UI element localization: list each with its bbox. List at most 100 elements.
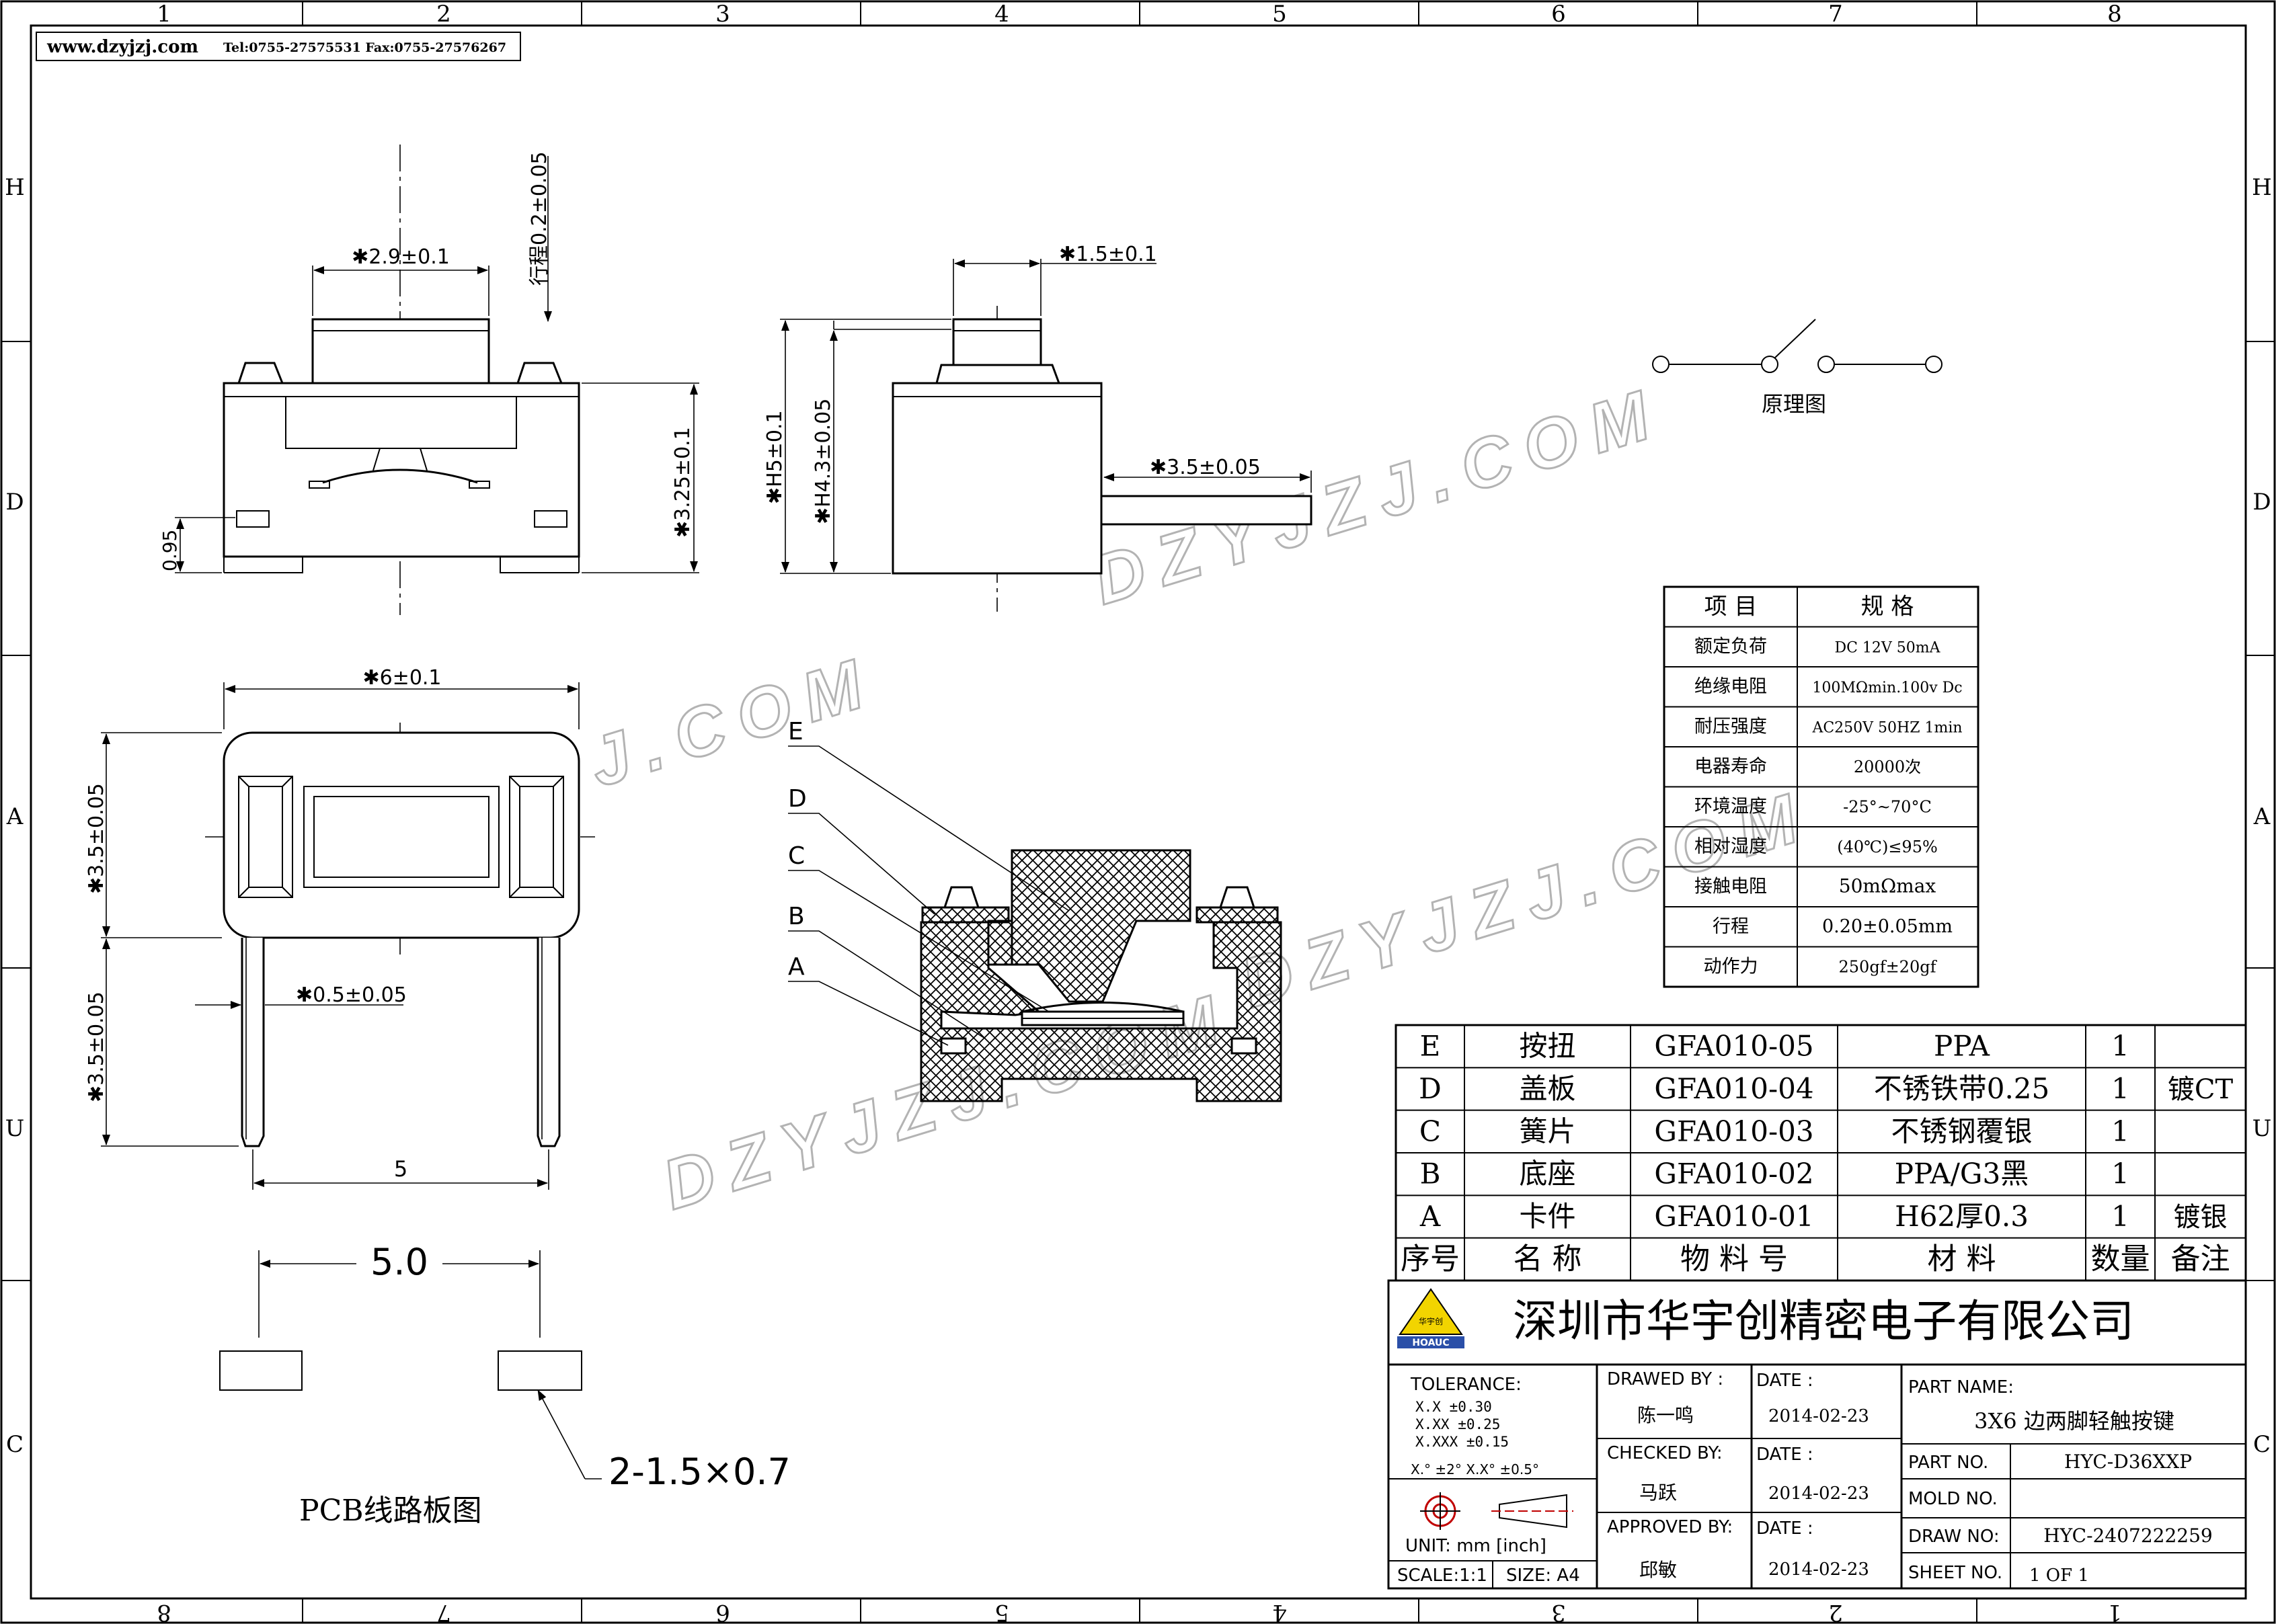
- header-contact-box: www.dzyjzj.com Tel:0755-27575531 Fax:075…: [36, 32, 521, 61]
- frame-bcol-7: 7: [436, 1599, 451, 1624]
- frame-col-6: 6: [1551, 1, 1566, 28]
- tolerance-2: X.XX ±0.25: [1415, 1416, 1500, 1432]
- frame-col-7: 7: [1828, 1, 1843, 28]
- date-value-1: 2014-02-23: [1768, 1406, 1869, 1426]
- frame-bcol-4: 4: [1272, 1599, 1287, 1624]
- spec-item-2: 耐压强度: [1694, 717, 1767, 737]
- frame-col-5: 5: [1272, 1, 1287, 28]
- bom-cell: GFA010-04: [1654, 1072, 1813, 1105]
- spec-header-item: 项 目: [1704, 593, 1758, 620]
- date-value-3: 2014-02-23: [1768, 1559, 1869, 1580]
- bom-cell: GFA010-01: [1654, 1200, 1813, 1233]
- size-label: SIZE: A4: [1506, 1566, 1580, 1586]
- dim-side-h5: ✱H5±0.1: [763, 410, 787, 504]
- frame-bcol-2: 2: [1828, 1599, 1843, 1624]
- company-name: 深圳市华宇创精密电子有限公司: [1513, 1295, 2134, 1347]
- part-no-label: PART NO.: [1908, 1453, 1988, 1473]
- date-label-1: DATE :: [1756, 1371, 1813, 1391]
- frame-row-C: C: [6, 1431, 24, 1458]
- draw-no-value: HYC-2407222259: [2043, 1525, 2212, 1547]
- spec-item-8: 动作力: [1704, 957, 1758, 977]
- pcb-label: PCB线路板图: [299, 1494, 482, 1528]
- dim-side-pin: ✱3.5±0.05: [1150, 456, 1261, 479]
- spec-value-7: 0.20±0.05mm: [1822, 916, 1953, 937]
- spec-value-6: 50mΩmax: [1839, 875, 1936, 897]
- bom-cell: 盖板: [1519, 1072, 1575, 1105]
- spec-value-0: DC 12V 50mA: [1834, 640, 1940, 657]
- bom-header-cell: 物 料 号: [1680, 1242, 1788, 1276]
- bom-header-cell: 材 料: [1928, 1242, 1996, 1276]
- website-link[interactable]: www.dzyjzj.com: [46, 37, 198, 57]
- sheet-no-value: 1 OF 1: [2029, 1566, 2089, 1586]
- frame-bcol-5: 5: [994, 1599, 1009, 1624]
- tolerance-3: X.XXX ±0.15: [1415, 1434, 1509, 1450]
- frame-bcol-3: 3: [1551, 1599, 1566, 1624]
- spec-item-0: 额定负荷: [1694, 637, 1767, 657]
- bom-cell: 不锈钢覆银: [1891, 1114, 2032, 1147]
- frame-rrow-D: D: [2252, 489, 2271, 516]
- pcb-layout: 5.0 2-1.5×0.7 PCB线路板图: [219, 1241, 791, 1528]
- frame-col-1: 1: [157, 1, 171, 28]
- frame-column-labels-bottom: 8 7 6 5 4 3 2 1: [157, 1599, 2122, 1624]
- frame-col-2: 2: [436, 1, 451, 28]
- bom-cell: H62厚0.3: [1895, 1200, 2029, 1233]
- spec-value-1: 100MΩmin.100v Dc: [1812, 680, 1962, 696]
- frame-rrow-H: H: [2252, 174, 2272, 201]
- company-logo: 华宇创 HOAUC: [1397, 1288, 1464, 1348]
- angle-tolerance: X.° ±2° X.X° ±0.5°: [1411, 1461, 1539, 1477]
- frame-col-3: 3: [715, 1, 730, 28]
- tolerance-label: TOLERANCE:: [1410, 1375, 1522, 1395]
- mold-no-label: MOLD NO.: [1908, 1489, 1998, 1509]
- spec-item-7: 行程: [1713, 916, 1749, 937]
- projection-symbol-icon: [1420, 1492, 1573, 1530]
- frame-bcol-1: 1: [2107, 1599, 2122, 1624]
- part-no-value: HYC-D36XXP: [2064, 1451, 2192, 1473]
- frame-row-A: A: [6, 803, 24, 830]
- bom-cell: 1: [2111, 1158, 2129, 1190]
- spec-item-1: 绝缘电阻: [1694, 676, 1767, 697]
- callout-E: E: [788, 718, 803, 745]
- spec-item-5: 相对湿度: [1694, 836, 1767, 857]
- frame-col-8: 8: [2107, 1, 2122, 28]
- callout-C: C: [788, 842, 805, 870]
- bom-cell: C: [1419, 1114, 1441, 1147]
- bom-cell: PPA/G3黑: [1895, 1158, 2029, 1190]
- drawed-by-value: 陈一鸣: [1637, 1404, 1694, 1426]
- dim-top-width: ✱2.9±0.1: [352, 245, 450, 269]
- spec-value-5: (40℃)≤95%: [1837, 838, 1938, 856]
- bom-cell: 1: [2111, 1200, 2129, 1233]
- dim-pin-width: ✱0.5±0.05: [296, 983, 407, 1007]
- title-block: 华宇创 HOAUC 深圳市华宇创精密电子有限公司 TOLERANCE: X.X …: [1387, 1279, 2247, 1590]
- frame-row-U: U: [5, 1115, 25, 1142]
- spec-item-4: 环境温度: [1694, 797, 1767, 817]
- dim-body-height: ✱3.25±0.1: [671, 427, 695, 538]
- frame-bcol-6: 6: [715, 1599, 730, 1624]
- frame-rrow-A: A: [2253, 803, 2271, 830]
- logo-text: HOAUC: [1412, 1338, 1449, 1348]
- spec-item-3: 电器寿命: [1694, 756, 1767, 777]
- section-callouts: E D C B A: [788, 718, 1070, 1046]
- dim-bottom-depth: ✱3.5±0.05: [85, 783, 108, 894]
- bom-cell: A: [1419, 1200, 1441, 1233]
- date-label-3: DATE :: [1756, 1518, 1813, 1539]
- pcb-pitch: 5.0: [370, 1241, 428, 1283]
- dim-side-width: ✱1.5±0.1: [1059, 243, 1157, 266]
- spec-value-3: 20000次: [1854, 758, 1921, 776]
- frame-row-labels-left: H D A U C: [5, 174, 25, 1458]
- bom-cell: 底座: [1519, 1158, 1575, 1190]
- frame-col-4: 4: [994, 1, 1009, 28]
- bom-cell: GFA010-05: [1654, 1030, 1813, 1063]
- bom-cell: 1: [2111, 1114, 2129, 1147]
- part-name-value: 3X6 边两脚轻触按键: [1974, 1408, 2174, 1434]
- bom-cell: B: [1420, 1158, 1441, 1190]
- sheet-no-label: SHEET NO.: [1908, 1563, 2002, 1583]
- dim-pin-length: ✱3.5±0.05: [85, 991, 108, 1102]
- logo-cn-text: 华宇创: [1419, 1317, 1443, 1326]
- checked-by-value: 马跃: [1639, 1481, 1677, 1504]
- frame-rrow-C: C: [2253, 1431, 2271, 1458]
- bom-cell: 簧片: [1519, 1114, 1575, 1147]
- bom-cell: GFA010-02: [1654, 1158, 1813, 1190]
- spec-item-6: 接触电阻: [1694, 877, 1767, 897]
